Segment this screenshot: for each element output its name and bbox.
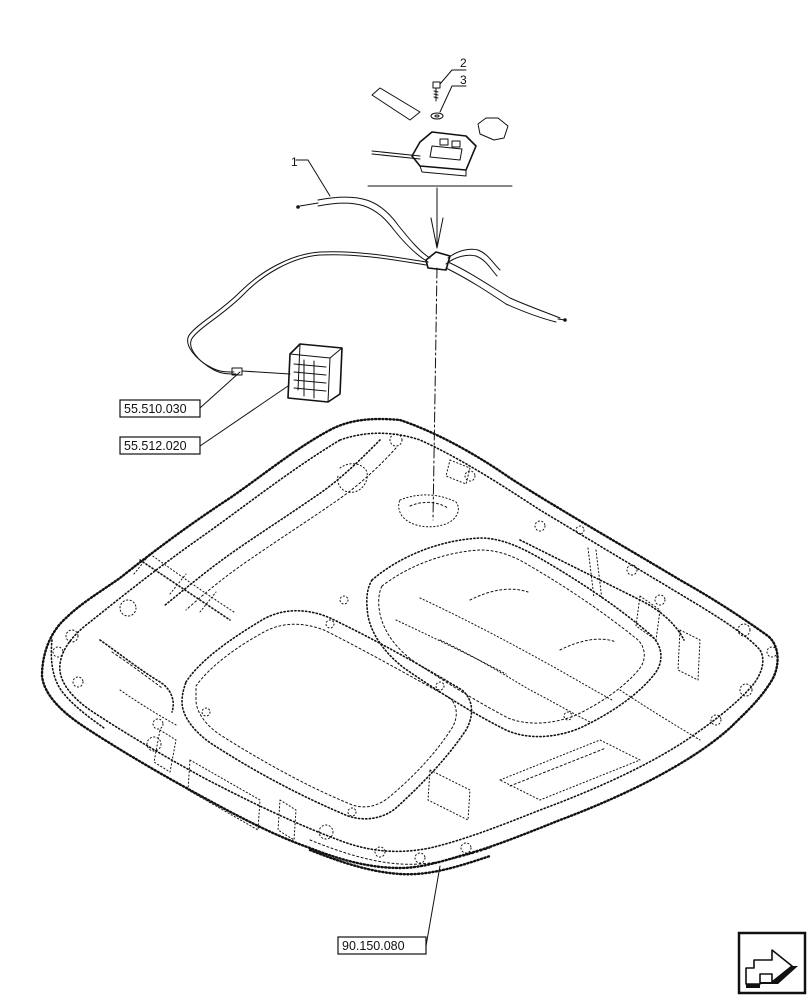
roof-fasteners bbox=[52, 433, 778, 864]
alignment-line bbox=[432, 267, 438, 521]
next-page-arrow-icon[interactable] bbox=[737, 931, 807, 995]
reference-harness-text: 55.512.020 bbox=[124, 439, 187, 453]
reference-roof-text: 90.150.080 bbox=[342, 939, 405, 953]
antenna-cable bbox=[187, 159, 567, 376]
callout-1: 1 bbox=[291, 155, 298, 169]
antenna-assembly bbox=[367, 69, 513, 249]
radio-unit bbox=[199, 343, 343, 447]
cab-roof bbox=[40, 417, 779, 947]
reference-harness[interactable]: 55.512.020 bbox=[119, 436, 201, 455]
reference-radio[interactable]: 55.510.030 bbox=[119, 399, 201, 418]
reference-roof[interactable]: 90.150.080 bbox=[337, 936, 427, 955]
callout-2: 2 bbox=[460, 56, 467, 70]
callout-3: 3 bbox=[460, 73, 467, 87]
reference-radio-text: 55.510.030 bbox=[124, 402, 187, 416]
item-callouts: 1 2 3 bbox=[291, 56, 467, 169]
